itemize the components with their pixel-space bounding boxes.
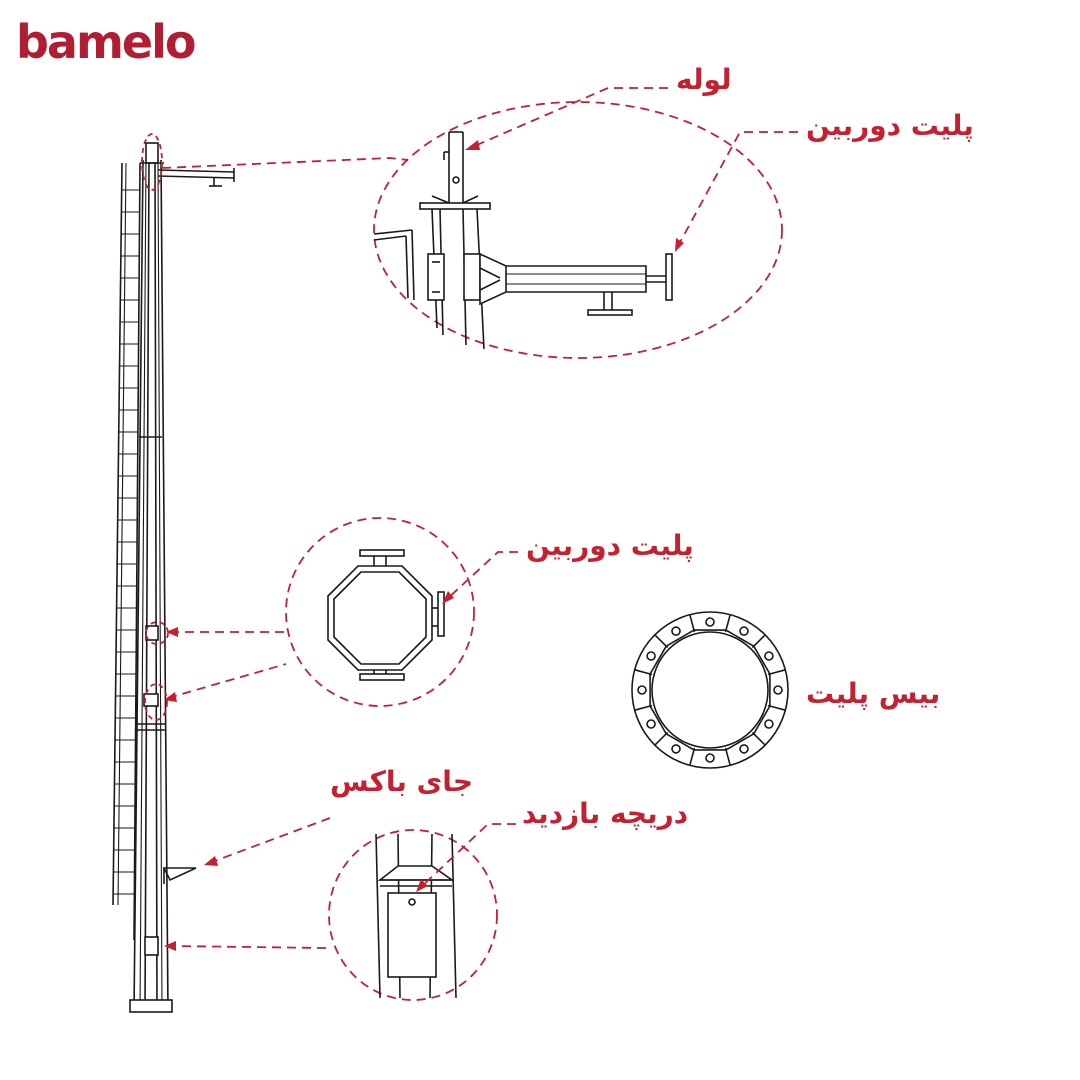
label-inspection-hatch: دریچه بازدید xyxy=(522,797,689,830)
base-plate-rib xyxy=(724,614,731,633)
base-plate-rib xyxy=(634,704,653,711)
base-plate-bolt xyxy=(646,719,656,729)
base-plate-rib xyxy=(654,634,669,649)
base-plate-rib xyxy=(689,747,696,766)
base-plate-bolt xyxy=(671,744,681,754)
base-plate-rib xyxy=(751,634,766,649)
base-plate-bolt xyxy=(739,626,749,636)
top-arm-detail xyxy=(373,101,783,359)
label-camera-plate-middle: پلیت دوربین xyxy=(526,529,694,562)
label-pipe: لوله xyxy=(676,63,732,96)
leader-lines xyxy=(141,87,798,951)
base-plate-rib xyxy=(634,669,653,676)
camera-plate-section-detail xyxy=(285,517,475,707)
base-plate-bolt xyxy=(705,753,715,763)
base-plate-bolt xyxy=(637,685,647,695)
base-plate-rib xyxy=(689,614,696,633)
label-base-plate: بیس پلیت xyxy=(806,677,941,710)
base-plate-rib xyxy=(654,731,669,746)
label-camera-plate-top: پلیت دوربین xyxy=(806,109,974,142)
base-plate-bolt xyxy=(764,719,774,729)
base-plate-detail xyxy=(631,611,789,769)
base-plate-bolt xyxy=(671,626,681,636)
base-plate-rib xyxy=(751,731,766,746)
inspection-hatch-detail xyxy=(328,829,498,1001)
ladder xyxy=(112,162,141,941)
base-plate-rib xyxy=(724,747,731,766)
base-plate-rib xyxy=(767,704,786,711)
label-box-place: جای باکس xyxy=(330,765,473,798)
base-plate-bolt xyxy=(764,651,774,661)
base-plate-bolt xyxy=(773,685,783,695)
base-plate-rib xyxy=(767,669,786,676)
pole-elevation xyxy=(129,142,235,1013)
base-plate-bolt xyxy=(646,651,656,661)
base-plate-bolt xyxy=(739,744,749,754)
base-plate-bolt xyxy=(705,617,715,627)
bamelo-logo: bamelo xyxy=(16,15,196,69)
